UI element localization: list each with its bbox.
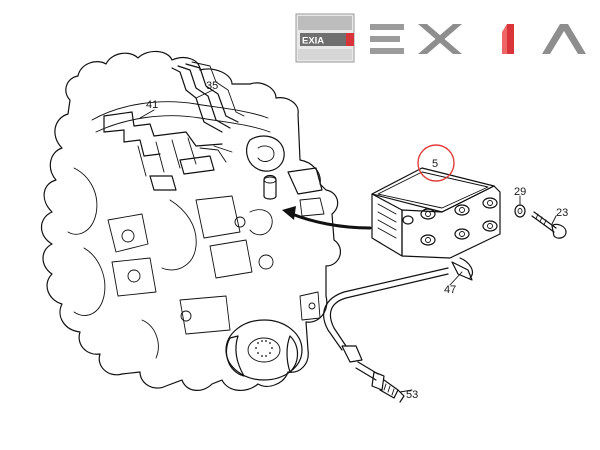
callout-labels: 35 41 5 29 23 47 53 — [146, 80, 568, 401]
exia-badge: EXIA — [295, 13, 355, 63]
sensor-cable — [323, 257, 473, 403]
pulley-dots — [255, 340, 273, 357]
callout-53: 53 — [406, 389, 418, 401]
callout-23: 23 — [556, 207, 568, 219]
engine-block — [40, 50, 342, 391]
coil-towers — [402, 197, 498, 246]
mounting-arrow — [282, 206, 372, 230]
exia-logo: EXIA — [295, 13, 586, 63]
callout-35: 35 — [206, 80, 218, 92]
callout-47: 47 — [444, 284, 456, 296]
exia-wordmark — [370, 24, 586, 54]
leader-lines — [139, 89, 557, 393]
callout-29: 29 — [514, 186, 526, 198]
bolt-part — [531, 211, 567, 239]
highlight-circle — [417, 144, 455, 182]
washer-part — [514, 204, 526, 218]
callout-41: 41 — [146, 99, 158, 111]
badge-text: EXIA — [302, 36, 324, 47]
ignition-coil-pack — [371, 167, 501, 259]
callout-5: 5 — [432, 158, 438, 170]
